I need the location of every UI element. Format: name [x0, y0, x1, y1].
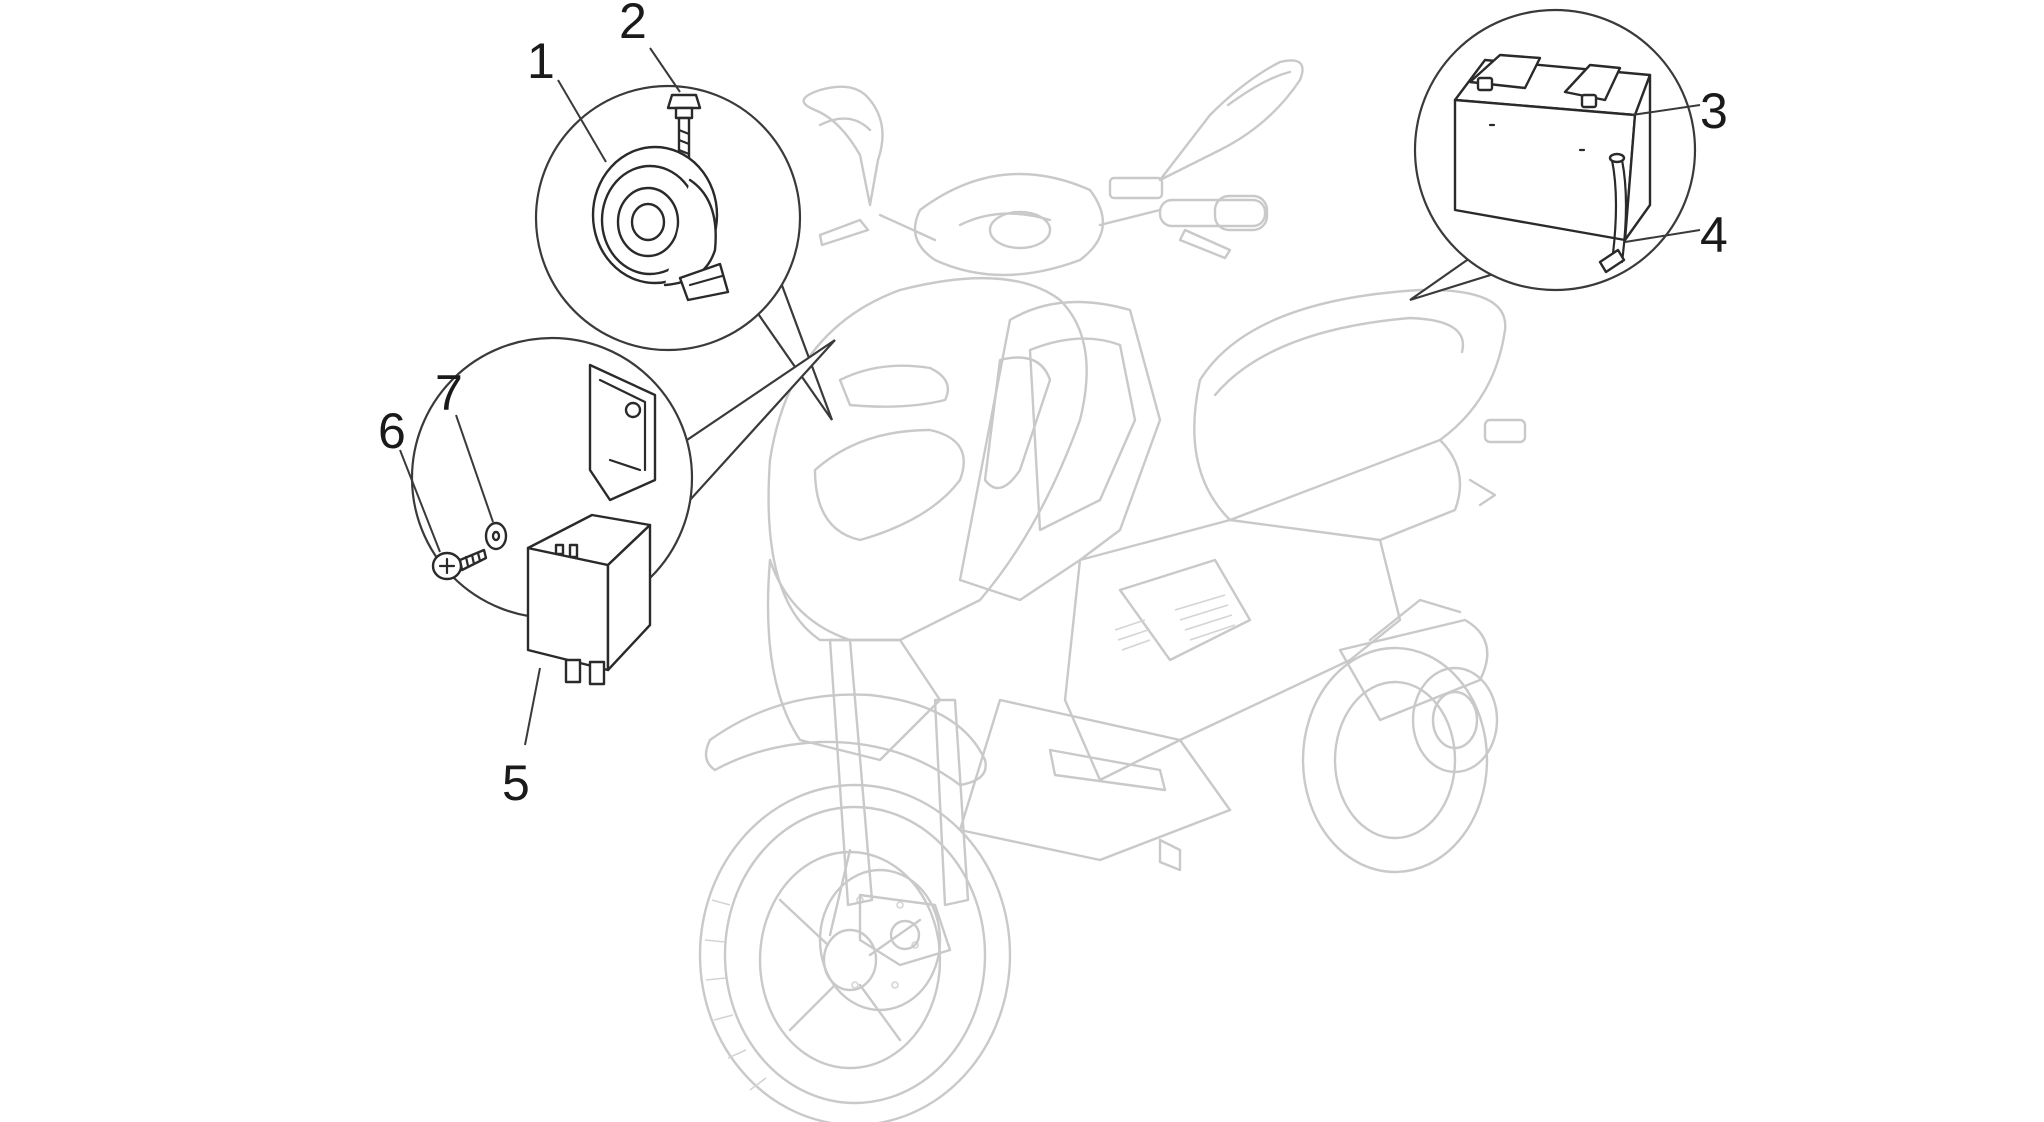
callout-1: 1: [527, 33, 555, 89]
rear-wheel: [1301, 646, 1499, 874]
callout-6: 6: [378, 403, 406, 459]
horn-icon: [591, 145, 730, 302]
front-wheel: [698, 638, 1012, 1122]
handlebar: [802, 59, 1304, 277]
detail-battery: [1409, 8, 1697, 302]
relay-icon: [526, 513, 652, 686]
detail-horn: [534, 84, 834, 421]
screw-icon: [431, 548, 488, 581]
seat: [1193, 288, 1527, 542]
front-fairing: [766, 276, 1088, 762]
callout-labels: 1 2 3 4 5 6 7: [378, 0, 1728, 811]
callout-2: 2: [619, 0, 647, 49]
detail-relay: [410, 336, 836, 686]
leader-lines: [399, 47, 1701, 746]
callout-7: 7: [435, 365, 463, 421]
battery-icon: [1453, 53, 1652, 242]
tube-icon: [1598, 152, 1628, 274]
callout-4: 4: [1700, 207, 1728, 263]
washer-icon: [484, 521, 508, 551]
scooter-outline: [698, 59, 1527, 1122]
callout-3: 3: [1700, 83, 1728, 139]
callout-5: 5: [502, 755, 530, 811]
